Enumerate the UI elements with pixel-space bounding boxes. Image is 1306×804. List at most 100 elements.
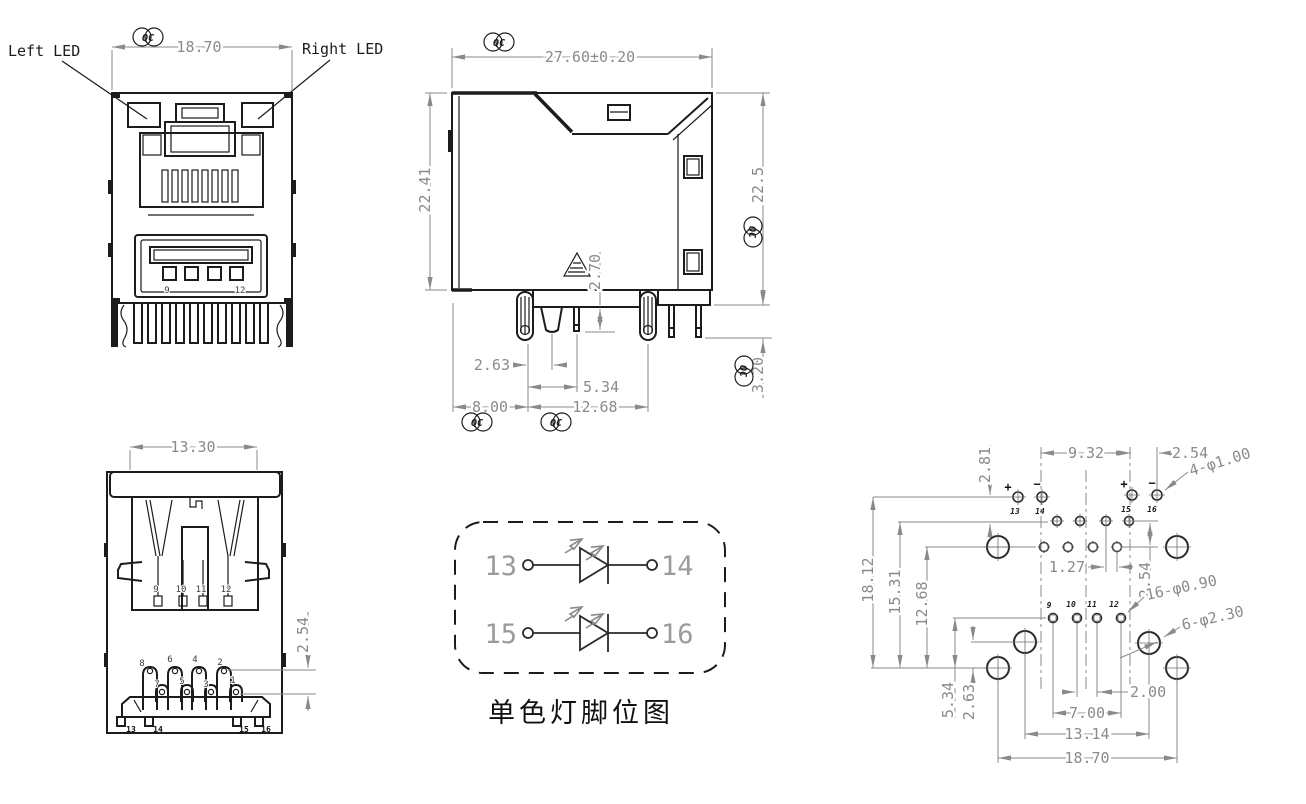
- shield-chamfer: [533, 92, 574, 134]
- led-symbol-2: 15 16: [484, 607, 694, 652]
- led-emission-arrow: [564, 539, 582, 554]
- pinout-pin16: 16: [661, 619, 694, 650]
- front-view: 9 12 18.70 QC Left LED Right LED: [6, 27, 385, 348]
- led-hole-label: 15: [1121, 505, 1131, 514]
- pcb-footprint: + − + − 13 14 15 16 9 10 11 12: [857, 442, 1256, 770]
- pinout-pin15: 15: [484, 619, 517, 650]
- pinout-pin14: 14: [661, 551, 694, 582]
- side-overall-width-dim: 27.60±0.20: [545, 48, 635, 66]
- right-pin-1: [668, 304, 675, 338]
- rear-pin-label: 8: [139, 659, 144, 669]
- qc-stamp-icon: QC: [132, 27, 164, 47]
- rear-upper-pins: [142, 665, 232, 710]
- rear-shell-width-dim: 13.30: [170, 438, 215, 456]
- height-mid-mount-dim: 2.63: [960, 684, 978, 720]
- rear-foot-label: 14: [153, 725, 163, 734]
- svg-text:QC: QC: [493, 38, 505, 49]
- height-led-row-dim: 18.12: [859, 557, 877, 602]
- rear-usb-pin-label: 10: [176, 585, 187, 595]
- center-pin: [573, 306, 580, 332]
- led-emission-arrow: [585, 546, 603, 561]
- right-latch-window-2: [683, 249, 703, 275]
- side-body-height-dim: 22.41: [416, 167, 434, 212]
- left-led-leader: [61, 60, 148, 120]
- led-pitch-dim: 2.54: [1172, 444, 1208, 462]
- side-tail-dim: 3.20: [749, 357, 767, 393]
- rear-usb-springs: [145, 497, 245, 557]
- front-right-emi-clip: [276, 304, 284, 348]
- svg-text:QC: QC: [550, 418, 562, 429]
- rear-usb-pin-slots: [153, 556, 233, 607]
- led-span-dim: 9.32: [1068, 444, 1104, 462]
- rear-row-pitch-dim: 2.54: [294, 617, 312, 653]
- front-right-post: [286, 303, 293, 347]
- footprint-ref-lines: [871, 447, 1178, 763]
- rear-top-cap: [109, 471, 281, 498]
- qc-stamp-icon: QC: [743, 216, 763, 248]
- rear-usb-pin-label: 11: [196, 585, 207, 595]
- row-gap-dim: 2.54: [1136, 562, 1154, 598]
- rear-lower-pins: [155, 683, 243, 702]
- rear-foot-label: 13: [126, 725, 136, 734]
- right-led-leader: [257, 59, 331, 120]
- svg-text:QC: QC: [142, 33, 154, 44]
- rj45-latch-block: [164, 121, 236, 157]
- qc-stamp-icon: QC: [461, 412, 493, 432]
- rear-pin-label: 2: [217, 658, 222, 668]
- post-to-clip-dim: 2.63: [474, 356, 510, 374]
- rj45-latch-tab: [175, 103, 225, 123]
- rear-foot-label: 15: [239, 725, 249, 734]
- side-view: 27.60±0.20 QC 22.41 22.5 QC 3.20 QC: [414, 32, 772, 432]
- usb-pin12-label: 12: [235, 286, 246, 296]
- led-hole-label: 16: [1147, 505, 1157, 514]
- pin-to-clip-dim: 5.34: [583, 378, 619, 396]
- right-pin-2: [695, 304, 702, 338]
- rj45-cavity: [139, 132, 264, 208]
- emi-clip-1: [516, 291, 534, 341]
- led-emission-arrow: [585, 614, 603, 629]
- warning-triangle-icon: [562, 251, 592, 277]
- usb-hole-label: 10: [1066, 600, 1076, 609]
- rear-pin-label: 7: [154, 680, 159, 690]
- pinout-caption: 单色灯脚位图: [488, 698, 674, 729]
- rj45-contacts: [161, 169, 239, 203]
- polarity-plus: +: [1004, 480, 1011, 494]
- side-overall-height-dim: 22.5: [749, 167, 767, 203]
- clip-pitch-dim: 12.68: [572, 398, 617, 416]
- led-hole-label: 14: [1035, 507, 1045, 516]
- rear-pin-label: 3: [203, 680, 208, 690]
- stagger-dim: 1.27: [1049, 558, 1085, 576]
- right-foot-bar: [657, 289, 711, 306]
- qc-stamp-icon: QC: [540, 412, 572, 432]
- qc-stamp-icon: QC: [734, 355, 754, 387]
- rear-pin-label: 4: [192, 655, 197, 665]
- led-emission-arrow: [564, 607, 582, 622]
- side-body-outline: [451, 92, 713, 291]
- usb-hole-label: 11: [1087, 600, 1097, 609]
- svg-text:QC: QC: [746, 226, 757, 238]
- usb-tongue: [149, 246, 253, 264]
- rear-usb-pin-label: 9: [153, 585, 158, 595]
- rear-usb-pin-label: 12: [221, 585, 232, 595]
- usb-contacts: [162, 266, 244, 281]
- rear-left-wing: [117, 561, 143, 582]
- front-legs: [133, 302, 269, 344]
- standoff-bar: [532, 289, 641, 308]
- rear-pin-label: 6: [167, 655, 172, 665]
- polarity-minus: −: [1033, 477, 1040, 491]
- rear-foot-label: 16: [261, 725, 271, 734]
- led-symbol-1: 13 14: [484, 539, 694, 584]
- clip-offset-dim: 8.00: [472, 398, 508, 416]
- usb-pin9-label: 9: [164, 286, 169, 296]
- led-row-offset-dim: 2.81: [976, 447, 994, 483]
- signal-holes-callout: 16-φ0.90: [1144, 571, 1218, 604]
- rear-base: [121, 696, 271, 718]
- right-led-window: [241, 102, 274, 128]
- polarity-plus: +: [1120, 477, 1127, 491]
- right-led-label: Right LED: [302, 40, 383, 58]
- height-usb-row-dim: 5.34: [939, 682, 957, 718]
- front-left-post: [111, 303, 118, 347]
- pin-protrusion-dim: 2.70: [586, 254, 604, 290]
